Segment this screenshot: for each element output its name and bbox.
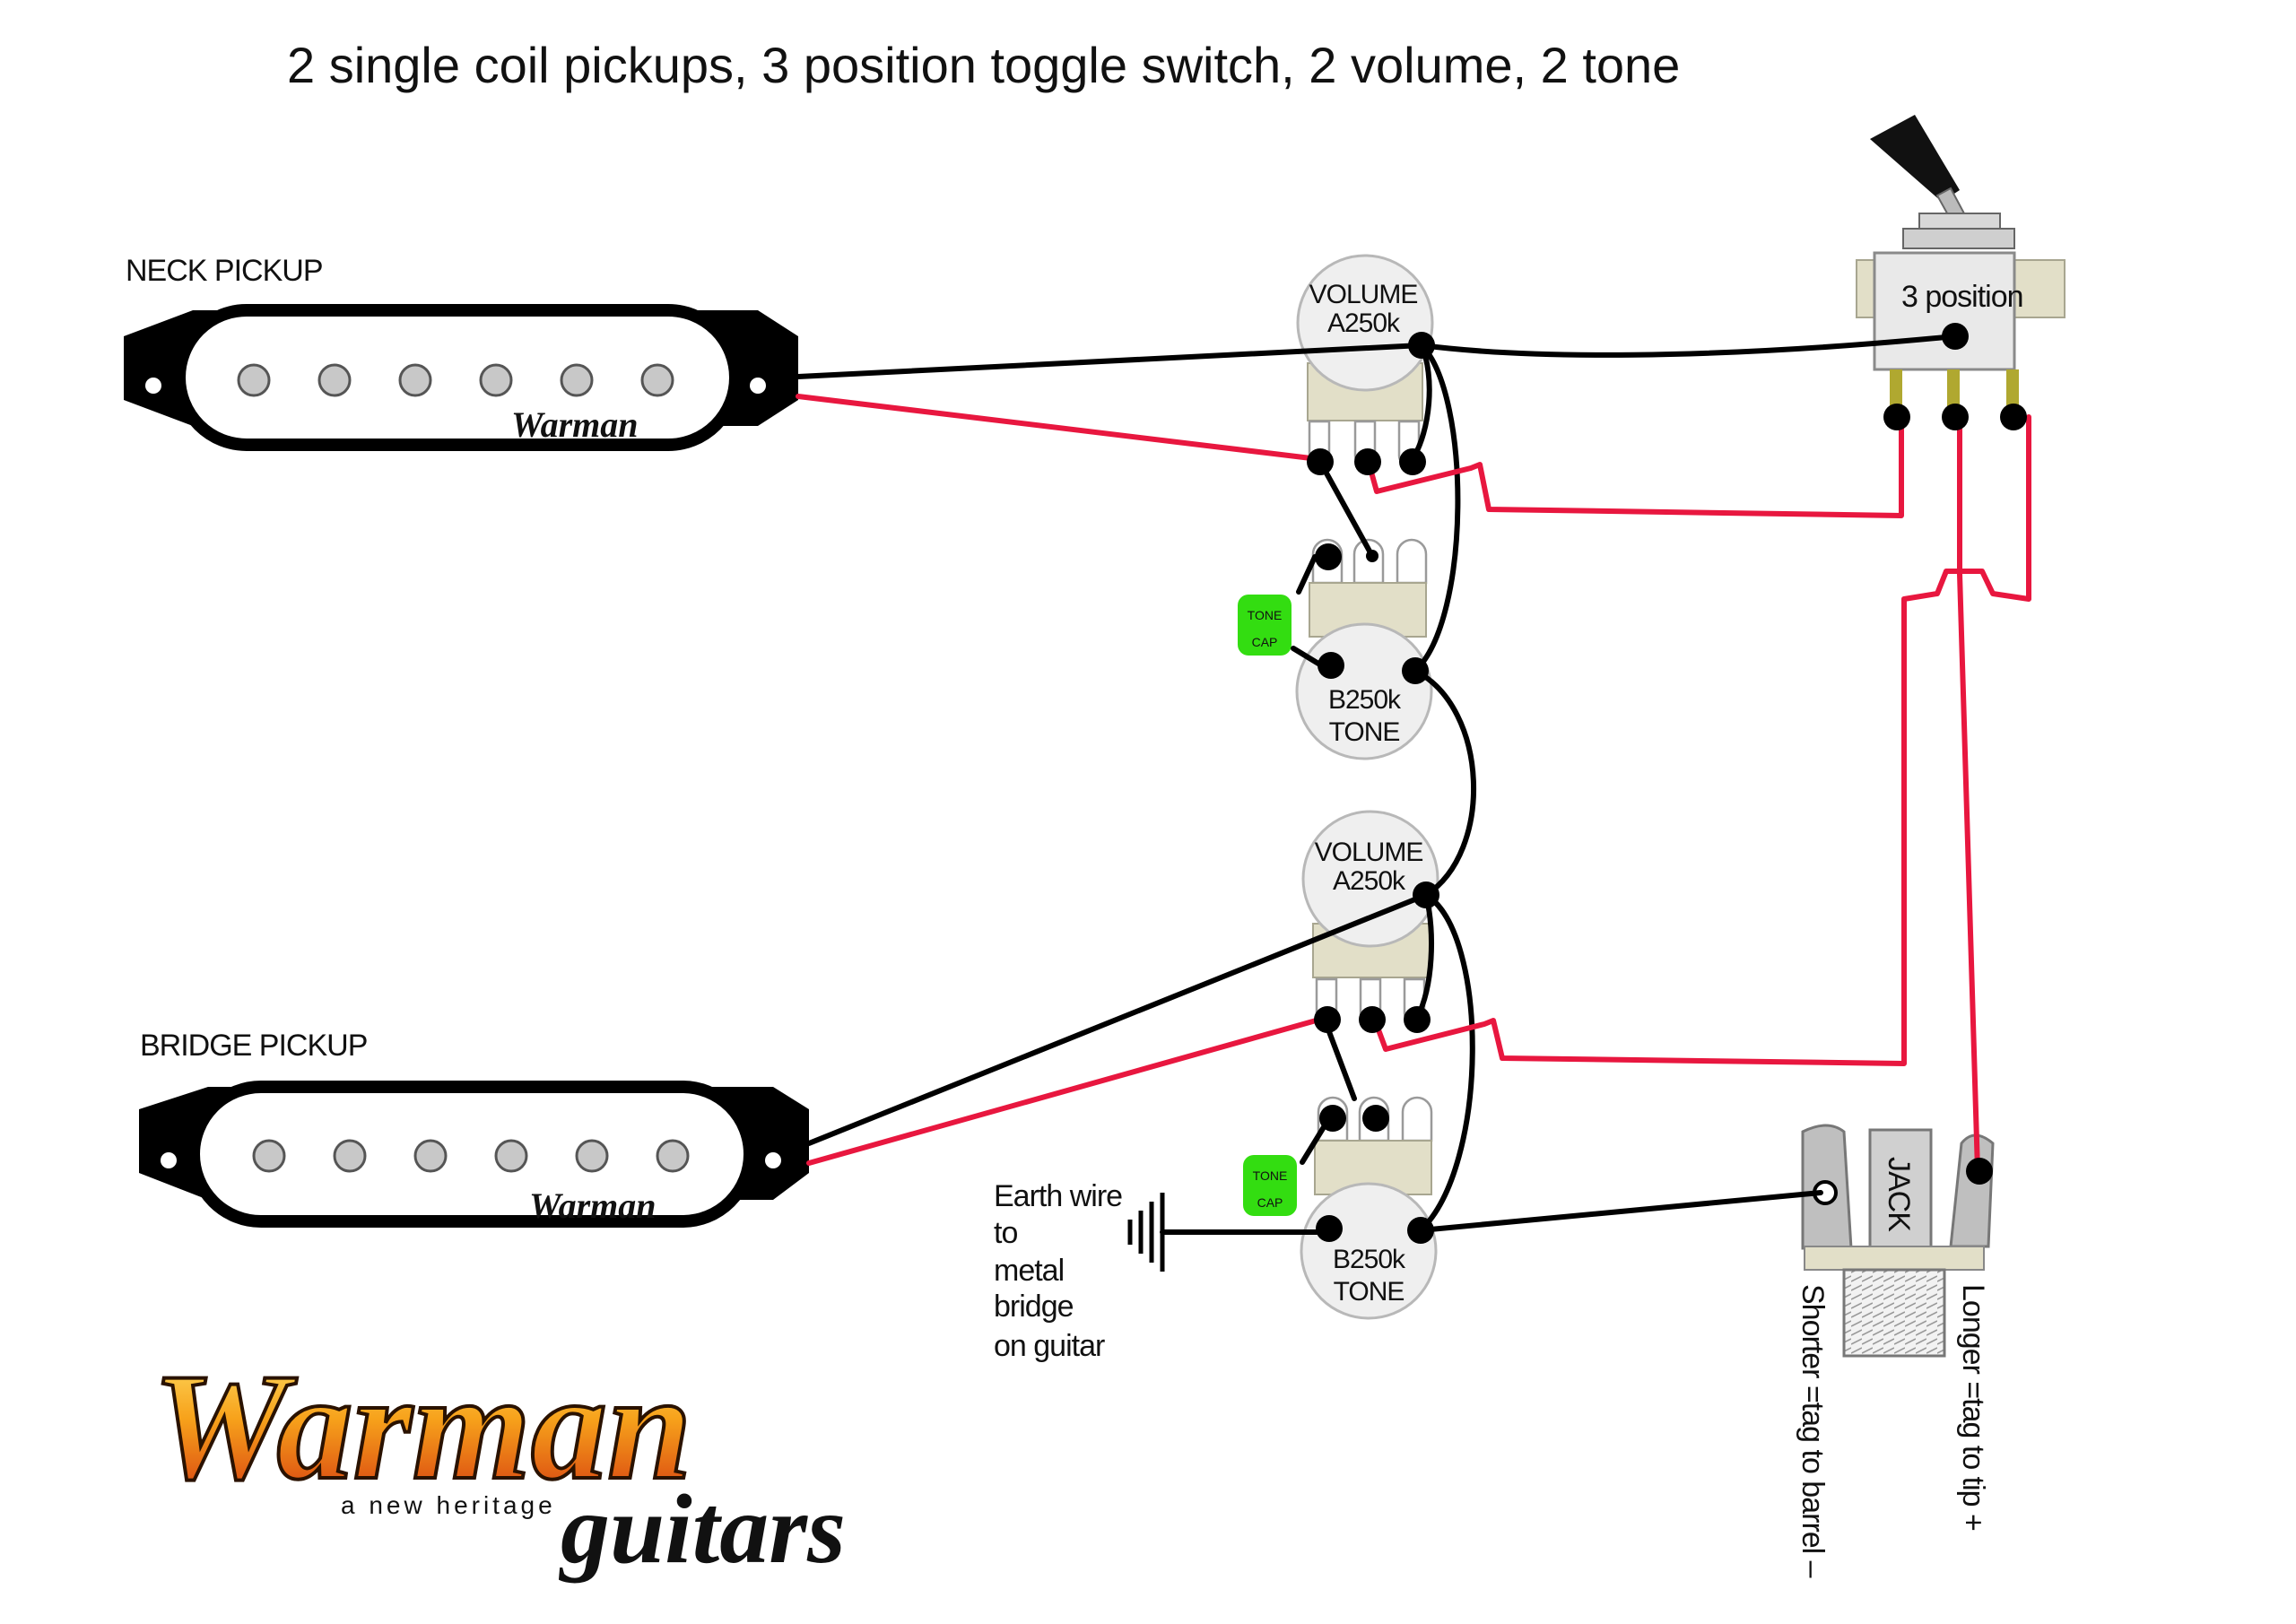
tone-capacitor — [1238, 595, 1292, 656]
pot-label-line1: B250k — [1333, 1245, 1406, 1274]
tone-cap-label-line1: TONE — [1253, 1168, 1288, 1183]
bridge-pickup-cover — [187, 1081, 756, 1228]
wire-neck-hot — [796, 394, 1321, 462]
logo-wordmark: Warman — [152, 1342, 691, 1511]
wire-neck-out — [1365, 414, 1904, 518]
pot-body — [1301, 810, 1439, 948]
pot-label-line2: TONE — [1329, 717, 1400, 747]
mount-hole — [145, 378, 161, 394]
jack-tip-tag — [1949, 1133, 1995, 1248]
neck-volume-pot: VOLUME A250k — [1296, 254, 1434, 467]
switch-lug — [1890, 369, 1902, 414]
output-jack: JACK Shorter =tag to barrel – Longer =ta… — [1796, 1124, 1995, 1578]
wire-bridge-out — [1371, 414, 2031, 1066]
earth-text-line3: metal — [994, 1254, 1064, 1288]
earth-text-line5: on guitar — [994, 1329, 1105, 1363]
wire-neck-tone-to-bridge-vol — [1413, 668, 1477, 898]
mount-hole — [750, 378, 766, 394]
tone-cap-label-line1: TONE — [1248, 608, 1283, 622]
mount-hole — [161, 1152, 177, 1168]
tone-capacitor — [1243, 1155, 1297, 1216]
lug — [1352, 538, 1385, 585]
earth-ground: Earth wire to metal bridge on guitar — [994, 1179, 1330, 1363]
switch-body — [1873, 251, 2016, 371]
pot-label-line2: A250k — [1327, 308, 1401, 338]
lug — [1401, 1096, 1433, 1142]
diagram-title: 2 single coil pickups, 3 position toggle… — [287, 37, 1680, 93]
wire-bridge-vol-to-tone — [1418, 892, 1475, 1233]
wire-switch-to-jack — [1957, 414, 1980, 1174]
jack-shorter-note: Shorter =tag to barrel – — [1796, 1284, 1830, 1578]
earth-text-line1: Earth wire — [994, 1179, 1122, 1213]
warman-guitars-logo: Warman a new heritage guitars — [151, 1341, 846, 1584]
pot-label-line1: B250k — [1328, 685, 1402, 715]
pot-label-line2: A250k — [1333, 866, 1406, 896]
logo-guitars: guitars — [558, 1474, 846, 1584]
wire-cap-neck-2 — [1291, 646, 1321, 666]
wire-bridge-hot — [806, 1015, 1328, 1166]
bridge-pickup-label: BRIDGE PICKUP — [140, 1029, 367, 1063]
bridge-tone-pot: B250k TONE TONE CAP — [1243, 1096, 1438, 1320]
wire-vol-to-tone — [1413, 343, 1461, 673]
earth-text-line4: bridge — [994, 1290, 1074, 1324]
solder-joints — [1307, 323, 2027, 1244]
jack-label: JACK — [1882, 1157, 1916, 1232]
switch-lever-tip — [1870, 115, 1960, 202]
jack-washer — [1804, 1246, 1985, 1271]
pot-label-line1: VOLUME — [1309, 280, 1418, 309]
red-wires — [796, 394, 2031, 1174]
switch-nut — [1918, 213, 2001, 230]
bridge-pickup: BRIDGE PICKUP Warman — [139, 1029, 809, 1228]
wire-bridge-ground — [806, 892, 1429, 1146]
lug — [1396, 538, 1428, 585]
pot-label-line1: VOLUME — [1315, 838, 1423, 867]
wire-cap-neck — [1296, 554, 1318, 595]
neck-pickup-label: NECK PICKUP — [126, 254, 323, 288]
wire-vol-to-switch — [1419, 334, 1958, 358]
switch-label: 3 position — [1901, 280, 2023, 314]
switch-lug — [2006, 369, 2019, 414]
tone-cap-label-line2: CAP — [1252, 635, 1278, 649]
switch-nut — [1902, 228, 2015, 249]
mount-hole — [765, 1152, 781, 1168]
neck-pickup-cover — [173, 304, 742, 451]
earth-text-line2: to — [994, 1216, 1017, 1250]
neck-pickup: NECK PICKUP Warman — [124, 254, 798, 451]
logo-tagline: a new heritage — [341, 1491, 556, 1519]
wire-cap-link — [1318, 459, 1375, 559]
neck-tone-pot: B250k TONE TONE CAP — [1238, 538, 1433, 760]
toggle-switch: 3 position — [1856, 115, 2066, 414]
jack-longer-note: Longer =tag to tip + — [1956, 1284, 1990, 1531]
pot-label-line2: TONE — [1334, 1277, 1405, 1307]
pot-body — [1296, 254, 1434, 392]
tone-cap-label-line2: CAP — [1257, 1195, 1283, 1210]
jack-insulator — [1868, 1128, 1933, 1255]
black-wires — [796, 334, 1958, 1233]
jack-barrel — [1842, 1268, 1946, 1358]
wire-neck-ground — [796, 343, 1424, 379]
switch-lug — [1947, 369, 1960, 414]
pole-pieces — [237, 363, 674, 397]
wire-tone-to-jack — [1418, 1190, 1823, 1233]
bridge-pickup-brand: Warman — [529, 1185, 657, 1226]
neck-pickup-brand: Warman — [511, 404, 639, 445]
pole-pieces — [252, 1139, 690, 1173]
wire-cap-link-bridge — [1323, 1020, 1357, 1101]
